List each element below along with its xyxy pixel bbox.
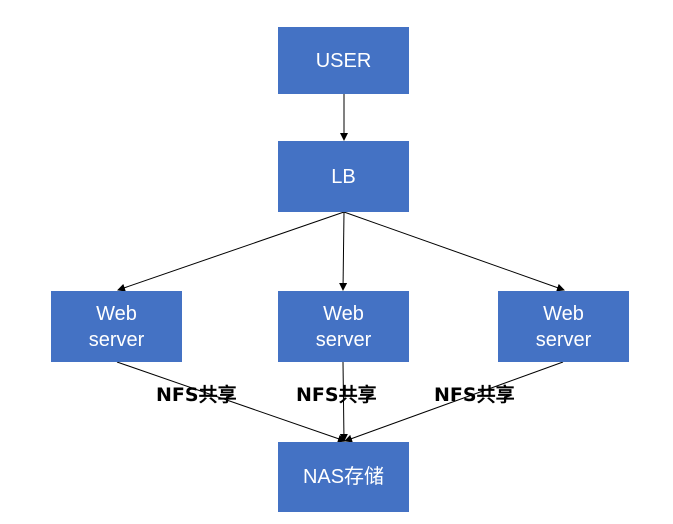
user-node-label: USER bbox=[315, 49, 372, 72]
arrow-lb-to-web-middle bbox=[339, 211, 348, 291]
nas-node: NAS存储 bbox=[278, 442, 409, 512]
web-server-left-label: Web server bbox=[88, 302, 145, 351]
edge-label-nfs-right: NFS共享 bbox=[434, 384, 515, 406]
arrow-lb-to-web-left bbox=[117, 211, 345, 292]
lb-node-label: LB bbox=[331, 165, 356, 188]
edge-label-nfs-middle: NFS共享 bbox=[296, 384, 377, 406]
arrow-lb-to-web-right bbox=[343, 211, 565, 292]
web-server-node-right: Web server bbox=[498, 291, 629, 362]
arrow-web-middle-to-nas bbox=[339, 361, 348, 442]
user-node: USER bbox=[278, 27, 409, 94]
arrow-web-left-to-nas bbox=[116, 361, 346, 443]
web-server-middle-label: Web server bbox=[315, 302, 372, 351]
edge-label-nfs-left: NFS共享 bbox=[156, 384, 237, 406]
nas-node-label: NAS存储 bbox=[302, 466, 385, 488]
web-server-right-label: Web server bbox=[535, 302, 592, 351]
arrow-web-right-to-nas bbox=[344, 361, 564, 443]
web-server-node-left: Web server bbox=[51, 291, 182, 362]
web-server-node-middle: Web server bbox=[278, 291, 409, 362]
lb-node: LB bbox=[278, 141, 409, 212]
